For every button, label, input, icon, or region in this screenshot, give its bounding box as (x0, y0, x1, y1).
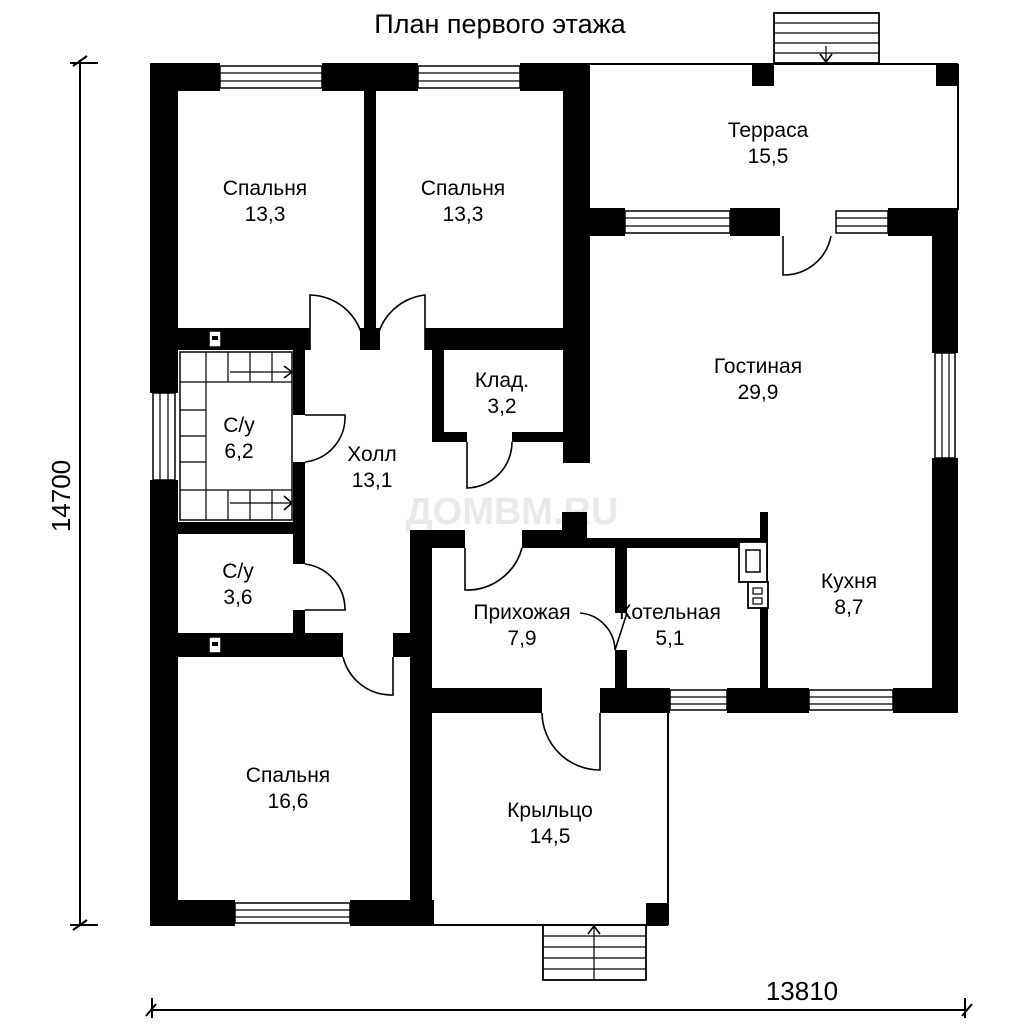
room-entrance: Прихожая 7,9 (473, 601, 570, 650)
room-name: Спальня (223, 177, 307, 200)
room-name: Спальня (246, 764, 330, 787)
room-pantry: Клад. 3,2 (475, 369, 529, 418)
room-area: 29,9 (738, 381, 779, 404)
room-bedroom-3: Спальня 16,6 (246, 764, 330, 813)
room-hall: Холл 13,1 (347, 443, 397, 492)
room-area: 13,1 (352, 469, 393, 492)
room-boiler: Котельная 5,1 (619, 601, 721, 650)
height-dimension-label: 14700 (46, 460, 76, 532)
room-bathroom-2: С/у 3,6 (222, 560, 254, 609)
room-area: 14,5 (530, 825, 571, 848)
room-terrace: Терраса 15,5 (728, 119, 809, 168)
room-name: С/у (222, 560, 254, 583)
room-name: Терраса (728, 119, 809, 142)
room-bedroom-1: Спальня 13,3 (223, 177, 307, 226)
room-area: 5,1 (655, 627, 684, 650)
room-living: Гостиная 29,9 (714, 355, 802, 404)
windows (152, 65, 956, 924)
vent-symbols (208, 330, 222, 654)
room-kitchen: Кухня 8,7 (821, 570, 877, 619)
width-dimension-label: 13810 (766, 976, 838, 1006)
room-bathroom-1: С/у 6,2 (223, 414, 255, 463)
terrace-steps (773, 12, 880, 64)
room-area: 3,2 (487, 395, 516, 418)
porch-steps (542, 924, 647, 981)
doors (304, 235, 832, 771)
room-name: Гостиная (714, 355, 802, 378)
room-labels: Спальня 13,3 Спальня 13,3 Терраса 15,5 Г… (222, 119, 877, 848)
room-name: Холл (347, 443, 397, 466)
staircase (179, 351, 294, 521)
width-dimension: 13810 (145, 976, 973, 1018)
room-name: Спальня (421, 177, 505, 200)
porch-outline (434, 713, 669, 926)
room-porch: Крыльцо 14,5 (507, 799, 593, 848)
room-name: Клад. (475, 369, 529, 392)
room-area: 13,3 (245, 203, 286, 226)
room-name: Кухня (821, 570, 877, 593)
walls (150, 63, 958, 926)
room-area: 16,6 (268, 790, 309, 813)
room-area: 15,5 (748, 145, 789, 168)
room-bedroom-2: Спальня 13,3 (421, 177, 505, 226)
room-area: 3,6 (223, 586, 252, 609)
room-area: 13,3 (443, 203, 484, 226)
stove-chimney (738, 541, 769, 609)
room-name: Котельная (619, 601, 721, 624)
room-name: Крыльцо (507, 799, 593, 822)
room-area: 7,9 (507, 627, 536, 650)
terrace-outline (590, 63, 959, 210)
height-dimension: 14700 (46, 55, 98, 931)
room-name: Прихожая (473, 601, 570, 624)
plan-title: План первого этажа (374, 9, 626, 39)
room-area: 8,7 (834, 596, 863, 619)
room-area: 6,2 (224, 440, 253, 463)
room-name: С/у (223, 414, 255, 437)
